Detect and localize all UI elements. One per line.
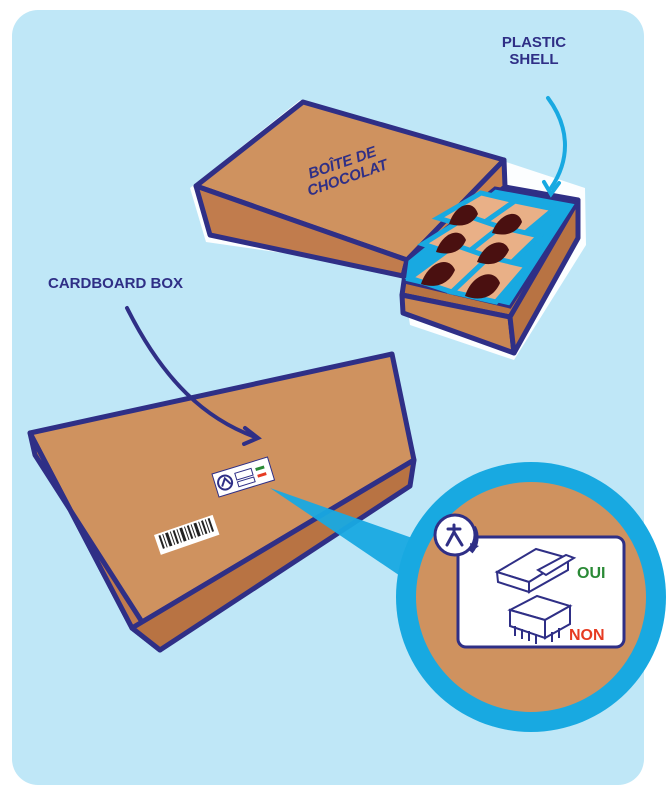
non-label: NON <box>569 627 605 645</box>
oui-label: OUI <box>577 565 605 583</box>
plastic-shell-label: PLASTIC SHELL <box>474 35 594 69</box>
cardboard-box <box>30 354 414 650</box>
cardboard-box-label: CARDBOARD BOX <box>48 276 238 293</box>
